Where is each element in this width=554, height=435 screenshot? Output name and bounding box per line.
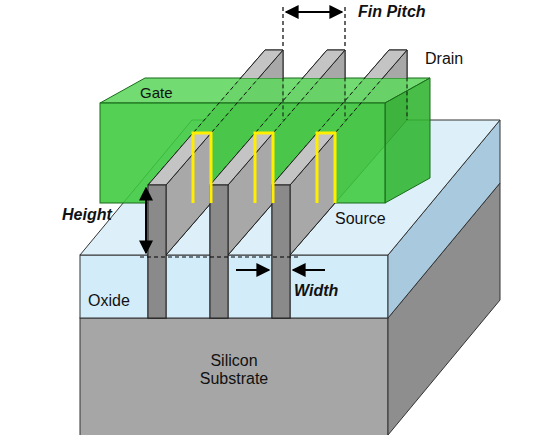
part-label: Gate — [140, 84, 173, 101]
fin-drain-ends — [148, 50, 407, 78]
dimension-lines — [140, 4, 345, 270]
substrate-front — [80, 318, 388, 435]
dimension-label: Fin Pitch — [358, 3, 426, 21]
terminal-label: Source — [335, 210, 386, 228]
dimension-label: Width — [294, 282, 338, 300]
dimension-label: Height — [62, 206, 112, 224]
oxide-front — [80, 255, 388, 318]
part-label: Oxide — [88, 292, 130, 310]
part-label: Silicon Substrate — [189, 352, 279, 389]
terminal-label: Drain — [425, 50, 463, 68]
channel-outline — [193, 133, 335, 203]
